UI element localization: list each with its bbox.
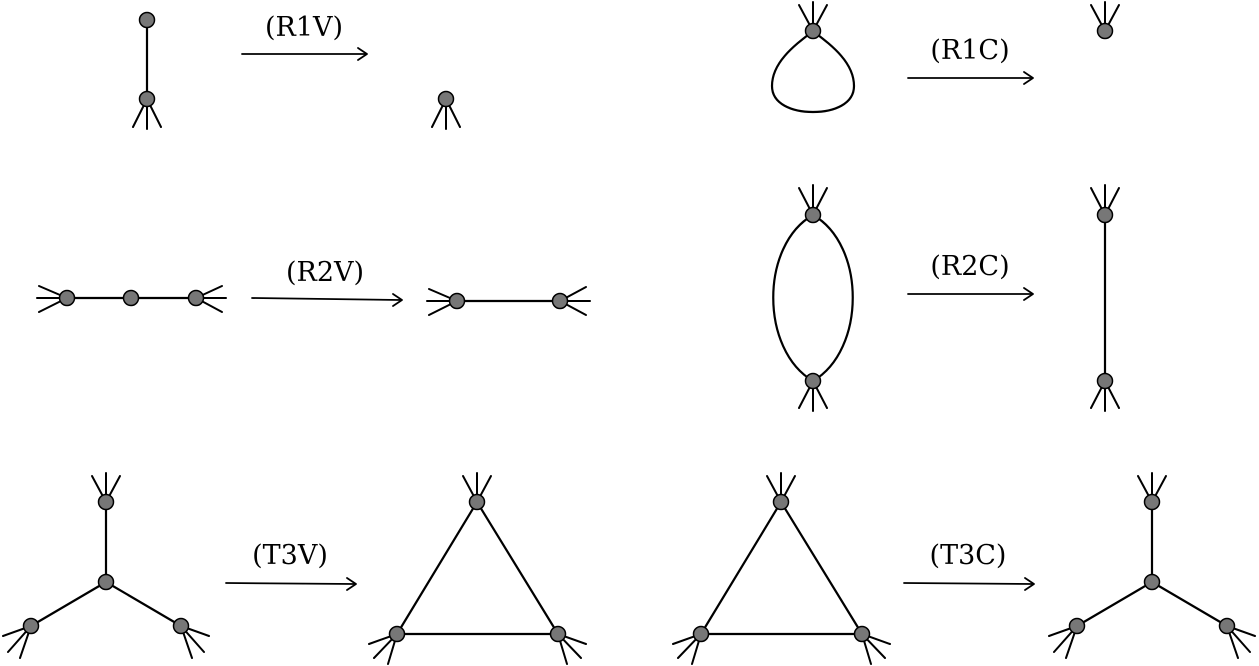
rule-t3c: (T3C) [672, 472, 1256, 665]
degree-two-vertex [122, 289, 140, 307]
vertex [437, 90, 455, 108]
vertex [549, 625, 567, 643]
r2v-before-graph [36, 285, 227, 313]
vertex [22, 617, 40, 635]
rule-r2v: (R2V) [36, 257, 591, 316]
vertex [187, 289, 205, 307]
vertex [551, 292, 569, 310]
rule-label-t3v: (T3V) [252, 540, 328, 571]
vertex [1218, 617, 1236, 635]
t3v-before-star-graph [2, 472, 210, 659]
vertex [1143, 493, 1161, 511]
r1v-before-graph [132, 11, 162, 130]
rule-label-r1v: (R1V) [265, 12, 343, 43]
vertex [97, 493, 115, 511]
vertex [853, 625, 871, 643]
vertex [172, 617, 190, 635]
rule-r1v: (R1V) [132, 11, 461, 130]
vertex [804, 206, 822, 224]
r2v-after-graph [426, 286, 591, 316]
t3c-arrow [903, 577, 1035, 591]
vertex [388, 625, 406, 643]
rule-t3v: (T3V) [2, 472, 587, 665]
vertex [58, 289, 76, 307]
r1v-arrow [241, 47, 368, 61]
r1c-before-graph [770, 1, 856, 114]
parallel-edge-left [772, 213, 815, 383]
t3v-after-triangle-graph [368, 472, 587, 665]
t3c-after-star-graph [1048, 472, 1256, 659]
vertex [804, 22, 822, 40]
vertex [1096, 372, 1114, 390]
t3c-before-triangle-graph [672, 472, 891, 665]
rule-r1c: (R1C) [770, 1, 1120, 114]
loop-edge [770, 29, 856, 114]
vertex [138, 90, 156, 108]
r1v-after-graph [431, 90, 461, 130]
rule-label-r2v: (R2V) [286, 257, 364, 288]
r2c-after-graph [1090, 184, 1120, 412]
parallel-edge-right [811, 213, 854, 383]
vertex [692, 625, 710, 643]
center-vertex [97, 573, 115, 591]
vertex [772, 493, 790, 511]
r2c-arrow [907, 287, 1034, 301]
rule-r2c: (R2C) [772, 184, 1120, 412]
r1c-arrow [907, 71, 1034, 85]
vertex [138, 11, 156, 29]
rule-label-r2c: (R2C) [930, 251, 1009, 282]
r2c-before-graph [772, 184, 854, 412]
rule-label-r1c: (R1C) [930, 35, 1009, 66]
vertex [1096, 206, 1114, 224]
t3v-arrow [225, 577, 357, 591]
vertex [448, 292, 466, 310]
vertex [1068, 617, 1086, 635]
vertex [468, 493, 486, 511]
rule-label-t3c: (T3C) [930, 540, 1007, 571]
vertex [1096, 22, 1114, 40]
vertex [804, 372, 822, 390]
r2v-arrow [251, 293, 403, 307]
center-vertex [1143, 573, 1161, 591]
r1c-after-graph [1090, 1, 1120, 40]
